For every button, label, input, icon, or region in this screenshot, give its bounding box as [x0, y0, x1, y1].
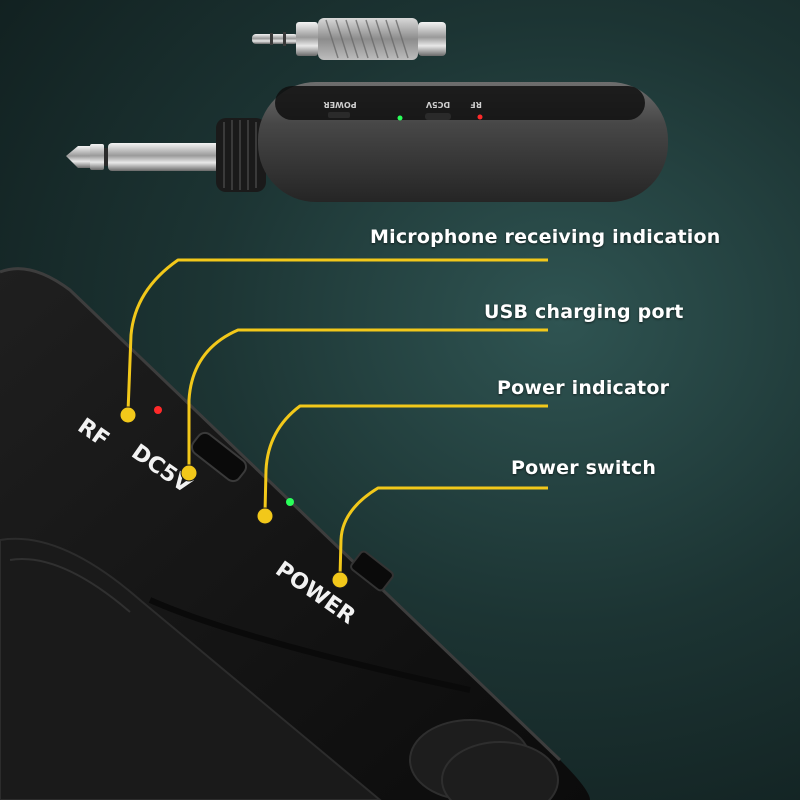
stereo-adapter-plug	[252, 18, 446, 60]
callout-marker-power-led	[256, 507, 274, 525]
rf-led	[154, 406, 162, 414]
power-led	[286, 498, 294, 506]
top-power-label: POWER	[323, 100, 356, 109]
device-closeup: RF DC5V POWER	[0, 267, 590, 800]
callout-marker-usb	[180, 464, 198, 482]
top-dc5v-label: DC5V	[425, 100, 450, 109]
callout-line-power-led	[263, 404, 548, 514]
callout-line-usb	[187, 328, 548, 470]
top-power-switch	[328, 112, 350, 118]
callout-lines	[126, 258, 548, 578]
callout-line-power-switch	[338, 486, 548, 578]
callout-marker-rf	[119, 406, 137, 424]
callout-line-rf	[126, 258, 548, 413]
top-power-led	[397, 115, 403, 121]
callout-marker-power-switch	[331, 571, 349, 589]
top-rf-led	[477, 114, 483, 120]
callout-label-power-indicator: Power indicator	[497, 377, 670, 399]
top-usb-port	[425, 113, 451, 120]
callout-markers	[119, 406, 349, 589]
top-rf-label: RF	[470, 100, 482, 109]
callout-label-usb: USB charging port	[484, 301, 684, 323]
usb-port	[190, 431, 248, 483]
callout-label-power-switch: Power switch	[511, 457, 657, 479]
callout-label-rf: Microphone receiving indication	[370, 226, 721, 248]
power-switch	[350, 550, 394, 592]
receiver-unit: POWER DC5V RF	[66, 82, 668, 202]
